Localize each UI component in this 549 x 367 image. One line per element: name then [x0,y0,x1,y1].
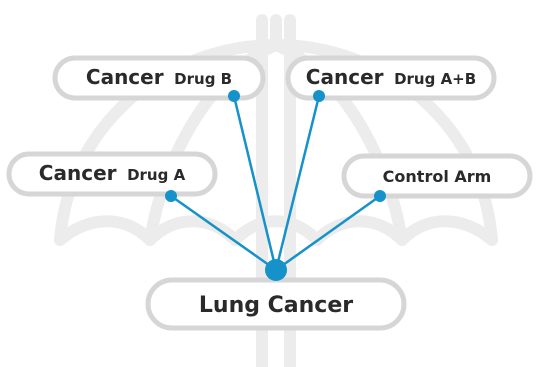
arm-node-drug-a-sub: Drug A [127,166,185,184]
connector-dot-drug-a [165,190,177,202]
arm-node-drug-a: Cancer Drug A [9,154,215,194]
svg-text:Control Arm: Control Arm [383,167,492,186]
center-node: Lung Cancer [148,280,404,328]
arm-node-drug-a-main: Cancer [39,161,117,185]
arm-node-drug-ab-main: Cancer [306,65,384,89]
arm-node-drug-b-sub: Drug B [174,70,232,88]
arm-node-drug-b-main: Cancer [86,65,164,89]
arm-node-drug-ab-sub: Drug A+B [394,70,476,88]
connector-dot-control [374,190,386,202]
arm-node-control: Control Arm [344,156,530,196]
connector-dot-drug-ab [313,90,325,102]
connector-hub-dot [265,259,287,281]
center-node-label: Lung Cancer [199,293,353,318]
arm-node-control-sub: Control Arm [383,167,492,186]
connector-dot-drug-b [228,90,240,102]
